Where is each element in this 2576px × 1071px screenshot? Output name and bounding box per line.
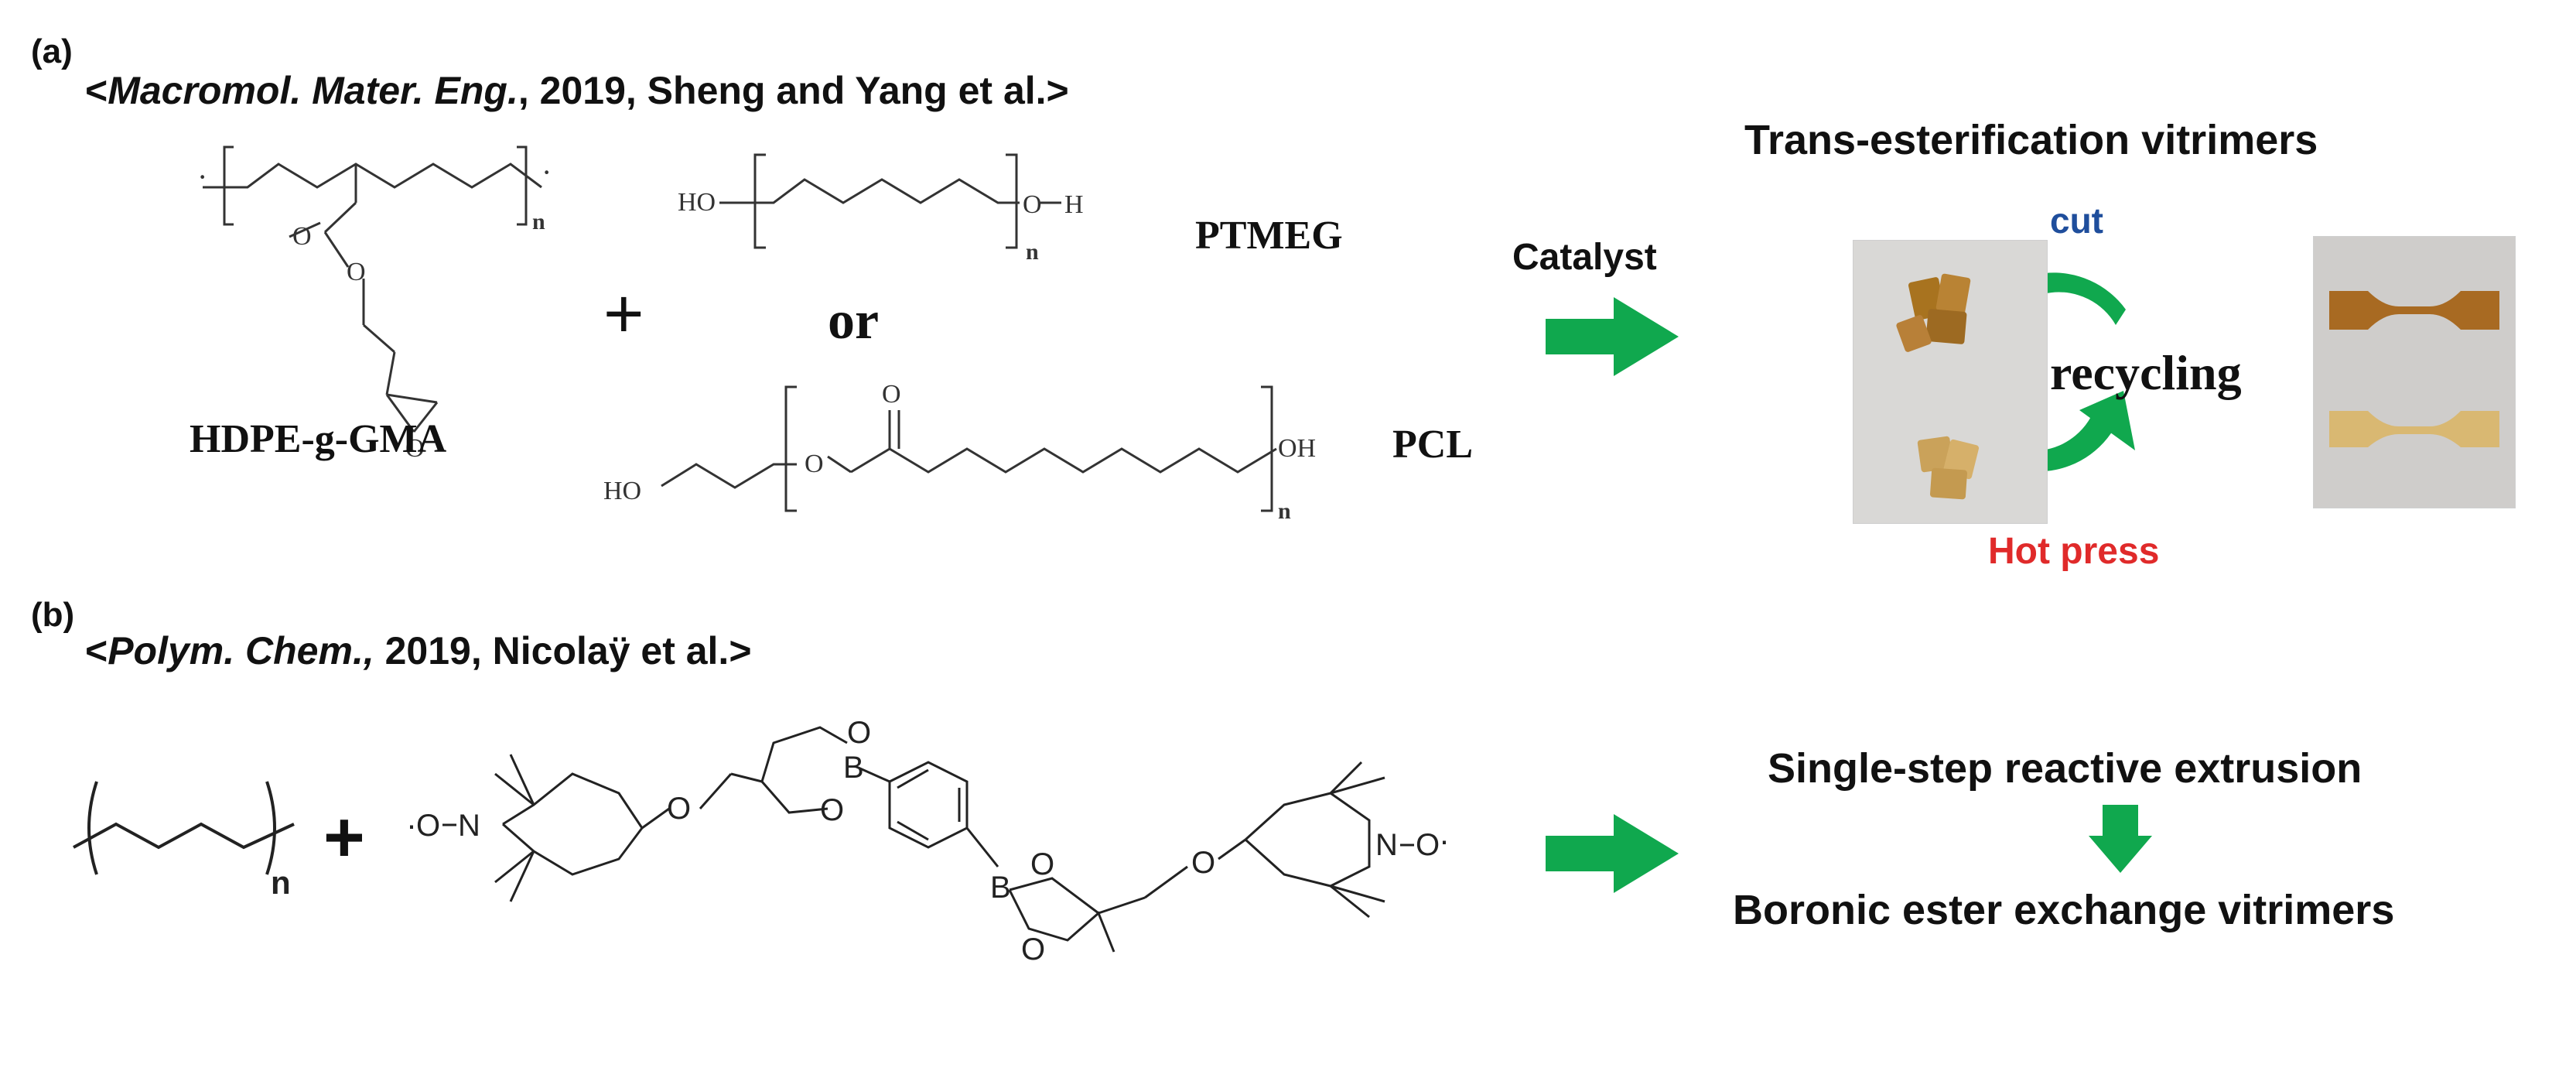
ptmeg-subscript-n: n [1026, 239, 1039, 265]
linker-right-o: O [1191, 846, 1215, 880]
svg-text:·: · [197, 159, 207, 194]
tempo-left-n: N [458, 809, 480, 843]
pcl-structure [661, 385, 1277, 512]
crosslinker-structure [494, 726, 1385, 953]
plus-sign-b: + [323, 798, 365, 877]
boronic-ester-title: Boronic ester exchange vitrimers [1733, 887, 2395, 933]
reaction-arrow-b [1546, 814, 1679, 893]
tempo-right-n: N [1375, 828, 1398, 862]
pcl-label: PCL [1392, 423, 1473, 467]
hdpe-subscript-n: n [532, 209, 545, 234]
plus-sign-a: + [603, 275, 644, 353]
ref-journal: Macromol. Mater. Eng. [108, 69, 518, 112]
dogbone-light [2329, 411, 2499, 447]
polyethylene-structure [73, 781, 295, 875]
panel-b-label: (b) [31, 596, 75, 634]
tempo-right-o: O [1416, 828, 1440, 862]
panel-a-reference: <Macromol. Mater. Eng., 2019, Sheng and … [85, 68, 1069, 113]
catalyst-label: Catalyst [1512, 237, 1657, 278]
ring-right-o1: O [1030, 847, 1054, 881]
pcl-carbonyl-o: O [882, 380, 901, 409]
or-label: or [828, 291, 880, 351]
hdpe-ester-o: O [347, 258, 366, 286]
pcl-oh: OH [1278, 434, 1316, 463]
ring-right-b: B [990, 871, 1011, 905]
reaction-arrow-a [1546, 297, 1679, 376]
ring-right-o2: O [1021, 932, 1045, 967]
trans-esterification-title: Trans-esterification vitrimers [1744, 117, 2318, 163]
pe-subscript-n: n [271, 864, 291, 901]
linker-left-o: O [667, 792, 691, 826]
cut-label: cut [2050, 200, 2103, 241]
ring-left-b: B [843, 751, 864, 785]
hdpe-carbonyl-o: O [292, 222, 312, 251]
pcl-subscript-n: n [1278, 498, 1291, 524]
ring-left-o1: O [847, 716, 871, 750]
hdpe-g-gma-label: HDPE-g-GMA [190, 417, 447, 461]
hot-press-label: Hot press [1988, 531, 2160, 572]
hdpe-epoxide-o: O [405, 434, 425, 463]
single-step-title: Single-step reactive extrusion [1768, 745, 2362, 792]
ptmeg-structure [719, 153, 1061, 249]
down-arrow-b [2089, 805, 2152, 873]
ptmeg-ho: HO [678, 188, 716, 217]
dogbone-dark [2329, 291, 2499, 330]
svg-text:·: · [1439, 822, 1450, 858]
ref-open: < [85, 69, 108, 112]
ref-close-b: > [729, 629, 752, 672]
panel-a-label: (a) [31, 33, 73, 70]
svg-text:·: · [406, 806, 417, 843]
pcl-ester-o: O [805, 450, 824, 478]
svg-text:·: · [542, 155, 552, 190]
ptmeg-label: PTMEG [1195, 214, 1343, 258]
ref-open-b: < [85, 629, 108, 672]
ref-journal-b: Polym. Chem., [108, 629, 374, 672]
panel-b-reference: <Polym. Chem., 2019, Nicolaÿ et al.> [85, 628, 752, 673]
ring-left-o2: O [820, 793, 844, 827]
tempo-left-o: O [416, 809, 440, 843]
hdpe-g-gma-structure [203, 145, 542, 433]
ptmeg-h: H [1064, 190, 1084, 219]
recycling-label: recycling [2050, 345, 2242, 400]
ref-rest-b: 2019, Nicolaÿ et al. [374, 629, 729, 672]
ptmeg-o: O [1023, 190, 1042, 219]
pcl-ho: HO [603, 477, 641, 505]
ref-close: > [1046, 69, 1069, 112]
ref-rest: , 2019, Sheng and Yang et al. [518, 69, 1047, 112]
photo-cut-samples [1853, 240, 2048, 524]
photo-dogbone-samples [2313, 236, 2516, 508]
